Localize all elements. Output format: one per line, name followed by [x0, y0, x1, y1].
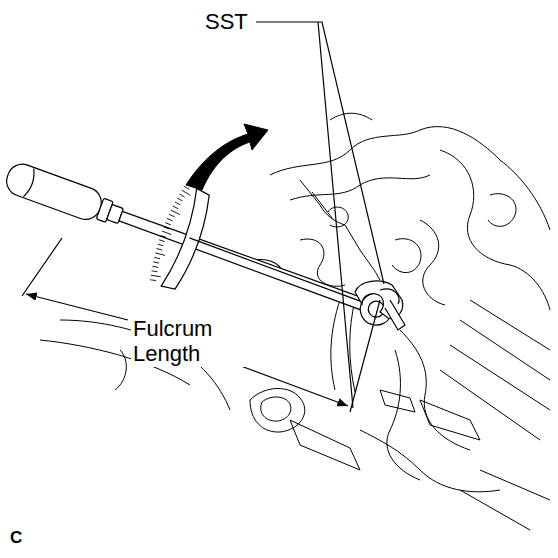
rotation-arrow	[186, 124, 268, 190]
leader-line	[256, 22, 384, 408]
dimension-line	[22, 238, 380, 412]
figure-code: C	[8, 528, 24, 548]
part-label: SST	[203, 9, 250, 34]
sst-tool	[355, 281, 405, 330]
dimension-label: Fulcrum Length	[131, 316, 247, 367]
engine-background	[40, 113, 550, 530]
